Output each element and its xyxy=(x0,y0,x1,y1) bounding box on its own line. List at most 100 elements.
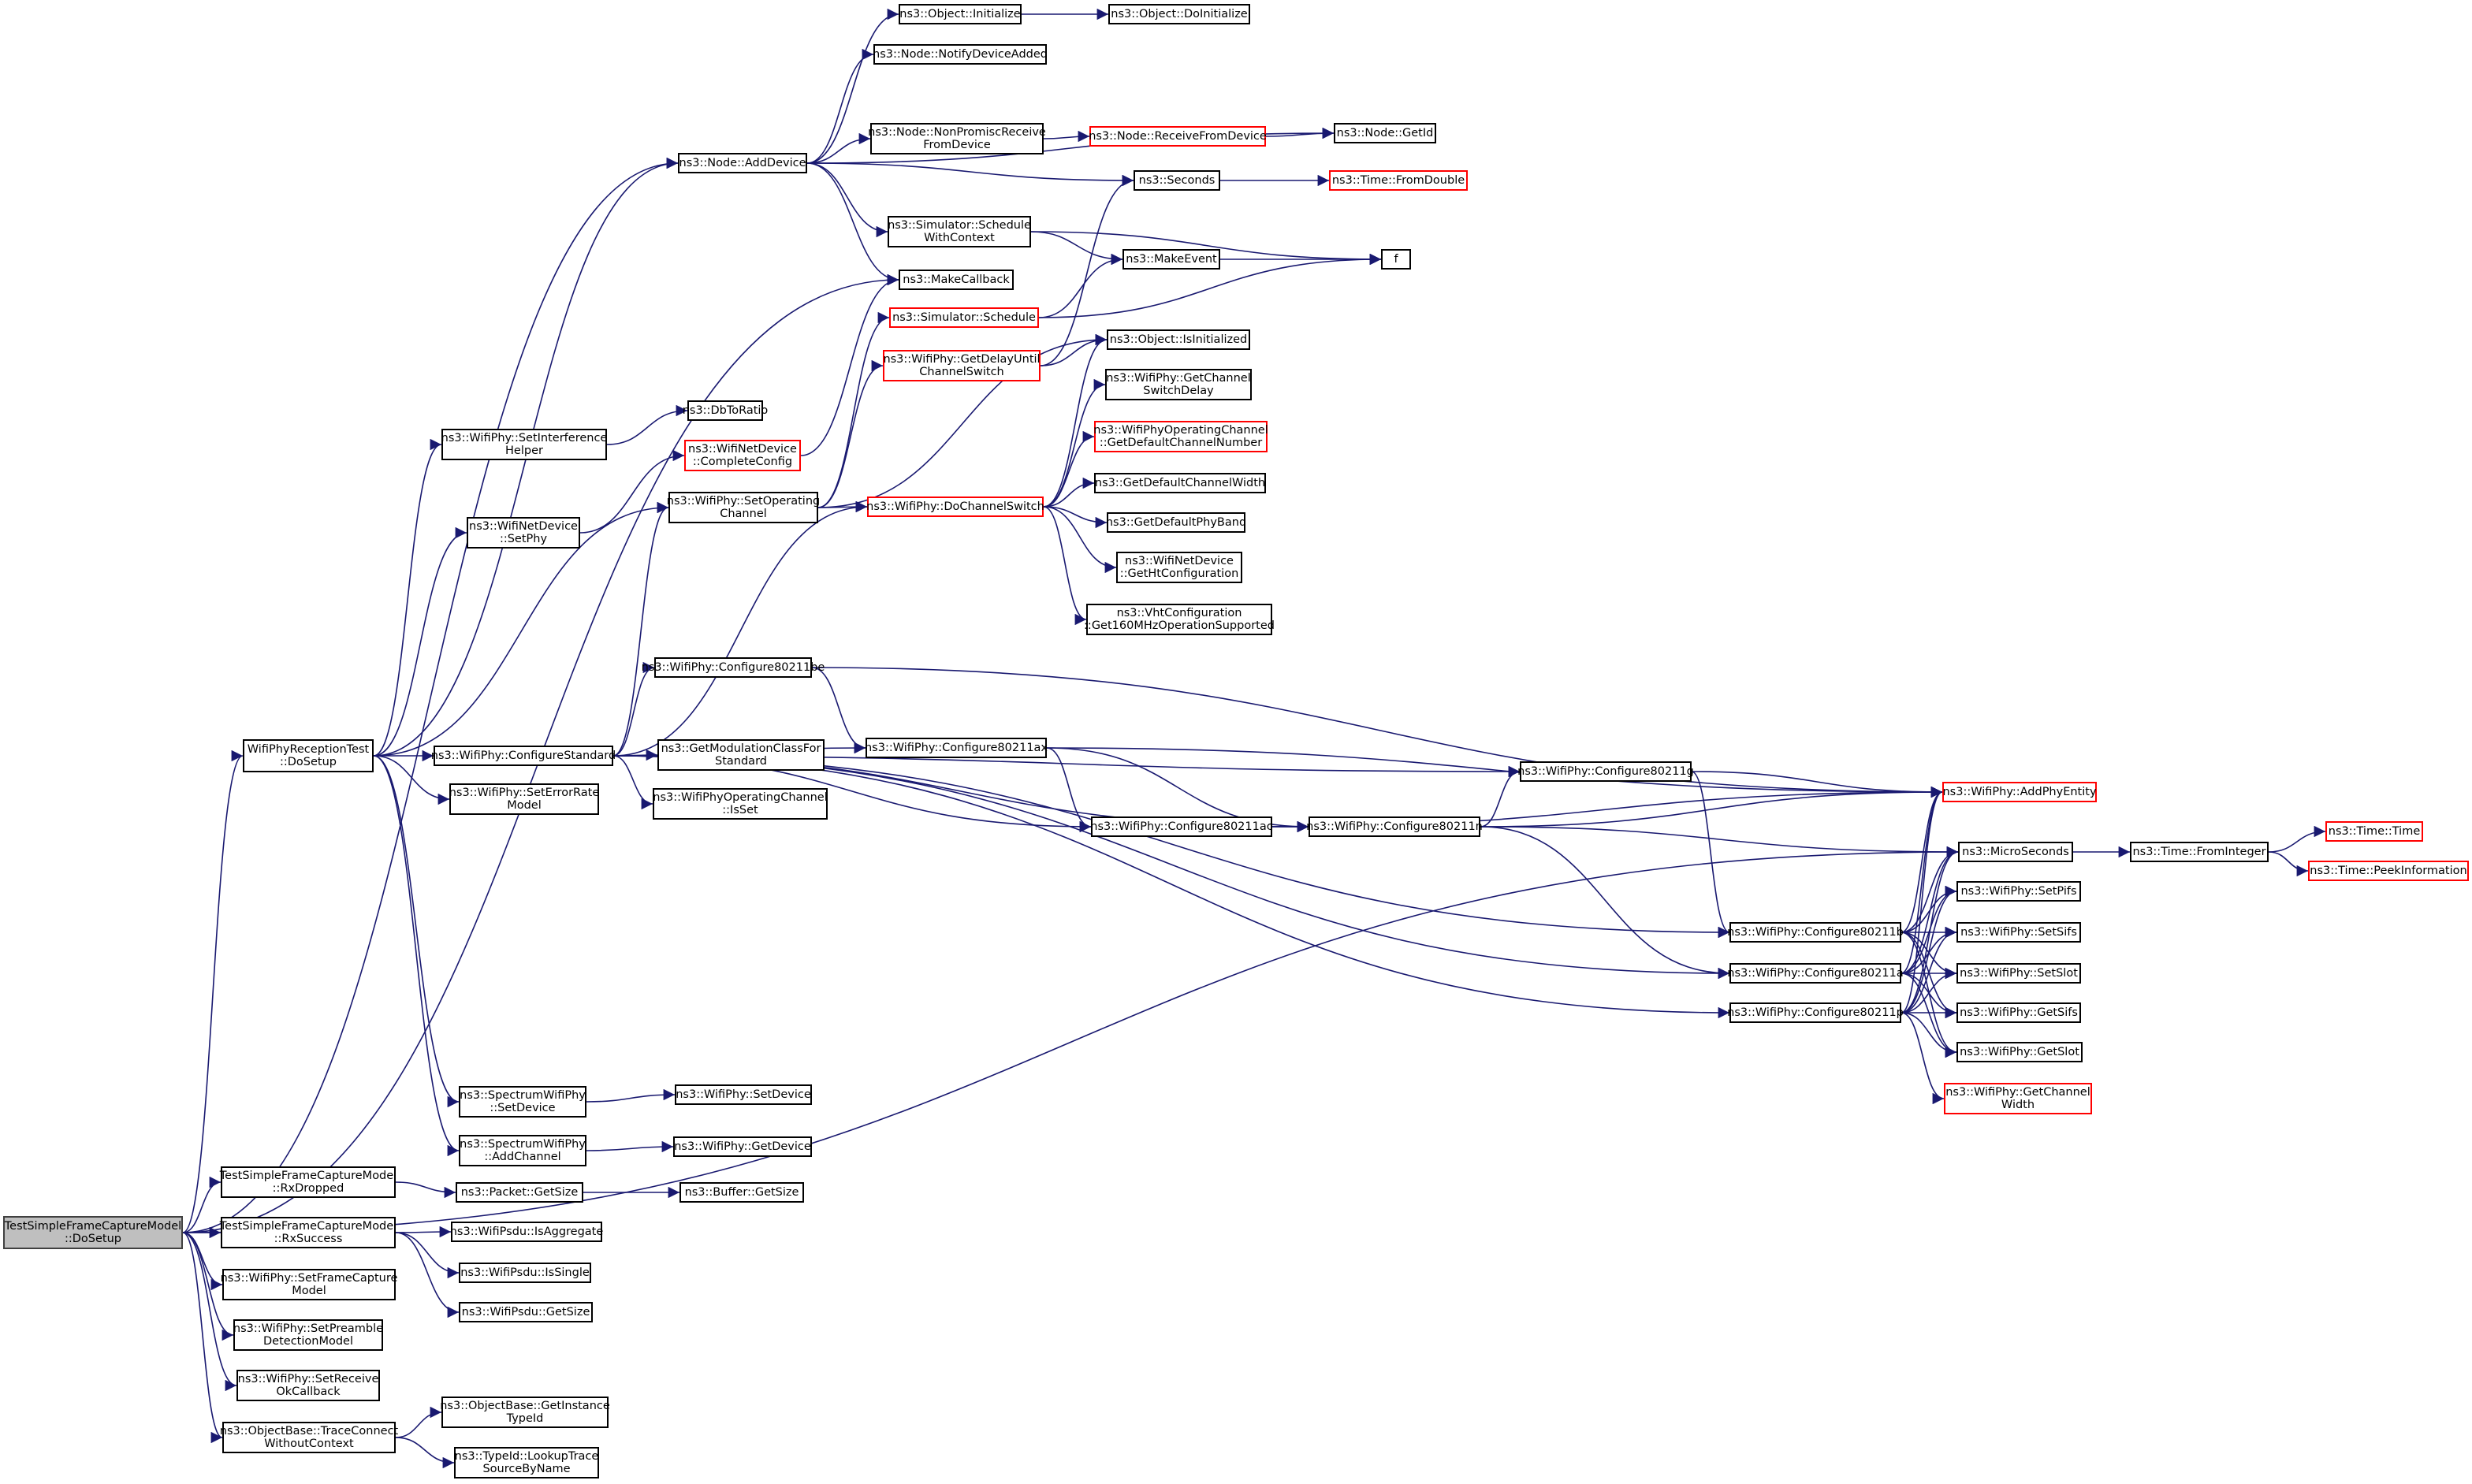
graph-node-makecallback[interactable]: ns3::MakeCallback xyxy=(899,270,1014,290)
graph-node-getdefaultchanwidth[interactable]: ns3::GetDefaultChannelWidth xyxy=(1094,473,1266,493)
graph-node-packet-getsize[interactable]: ns3::Packet::GetSize xyxy=(456,1182,583,1203)
graph-node-netdev-setphy[interactable]: ns3::WifiNetDevice::SetPhy xyxy=(467,517,580,549)
graph-node-getdefaultchannum[interactable]: ns3::WifiPhyOperatingChannel::GetDefault… xyxy=(1093,421,1268,452)
graph-node-cfg-ac[interactable]: ns3::WifiPhy::Configure80211ac xyxy=(1090,816,1273,837)
graph-node-dbtoratio[interactable]: ns3::DbToRatio xyxy=(683,400,768,421)
edge-configurestandard-to-opchan-isset xyxy=(612,755,653,810)
graph-node-seconds[interactable]: ns3::Seconds xyxy=(1134,170,1220,191)
graph-node-cfg-g[interactable]: ns3::WifiPhy::Configure80211g xyxy=(1517,761,1694,782)
graph-node-vht160[interactable]: ns3::VhtConfiguration::Get160MHzOperatio… xyxy=(1084,604,1275,635)
edge-cfg-p-to-getslot xyxy=(1901,1012,1957,1058)
graph-node-cfg-ax[interactable]: ns3::WifiPhy::Configure80211ax xyxy=(865,738,1048,758)
graph-node-frominteger[interactable]: ns3::Time::FromInteger xyxy=(2130,842,2269,862)
node-label-line: ::IsSet xyxy=(722,804,758,816)
edge-sim-schedule-to-makeevent xyxy=(1038,253,1123,318)
edge-rxsuccess-to-psdu-getsize xyxy=(395,1232,460,1318)
graph-node-psdu-getsize[interactable]: ns3::WifiPsdu::GetSize xyxy=(459,1302,593,1322)
graph-node-notifydeviceadded[interactable]: ns3::Node::NotifyDeviceAdded xyxy=(873,44,1048,65)
graph-node-sim-schedule[interactable]: ns3::Simulator::Schedule xyxy=(889,307,1039,328)
graph-node-time-time[interactable]: ns3::Time::Time xyxy=(2325,821,2423,842)
node-label-line: ns3::WifiPhy::GetChannel xyxy=(1945,1086,2090,1099)
graph-node-setslot[interactable]: ns3::WifiPhy::SetSlot xyxy=(1956,963,2081,984)
graph-node-obj-isinitialized[interactable]: ns3::Object::IsInitialized xyxy=(1107,329,1250,350)
graph-node-setpifs[interactable]: ns3::WifiPhy::SetPifs xyxy=(1956,881,2081,902)
graph-node-completeconfig[interactable]: ns3::WifiNetDevice::CompleteConfig xyxy=(684,440,801,471)
graph-node-getslot[interactable]: ns3::WifiPhy::GetSlot xyxy=(1956,1042,2083,1062)
node-label-line: ns3::WifiPhy::DoChannelSwitch xyxy=(866,500,1044,513)
graph-node-node-getid[interactable]: ns3::Node::GetId xyxy=(1334,123,1436,143)
edge-netdev-setphy-to-completeconfig xyxy=(579,449,685,534)
graph-node-wp-setdevice[interactable]: ns3::WifiPhy::SetDevice xyxy=(675,1084,812,1105)
graph-node-fromdouble[interactable]: ns3::Time::FromDouble xyxy=(1329,170,1468,191)
node-label-line: ns3::ObjectBase::TraceConnect xyxy=(219,1425,399,1438)
graph-node-microseconds[interactable]: ns3::MicroSeconds xyxy=(1958,842,2073,862)
graph-node-f[interactable]: f xyxy=(1381,249,1411,270)
graph-node-root[interactable]: TestSimpleFrameCaptureModel::DoSetup xyxy=(3,1216,183,1249)
node-label-line: Width xyxy=(2001,1099,2035,1111)
graph-node-wprt-dosetup[interactable]: WifiPhyReceptionTest::DoSetup xyxy=(243,739,374,772)
edge-wprt-dosetup-to-setoperating xyxy=(373,501,669,757)
graph-node-buffer-getsize[interactable]: ns3::Buffer::GetSize xyxy=(679,1182,804,1203)
graph-node-cfg-b[interactable]: ns3::WifiPhy::Configure80211b xyxy=(1727,922,1904,943)
graph-node-obj-doinitialize[interactable]: ns3::Object::DoInitialize xyxy=(1108,4,1250,24)
edge-wprt-dosetup-to-netdev-setphy xyxy=(373,526,467,757)
graph-node-cfg-be[interactable]: ns3::WifiPhy::Configure80211be xyxy=(642,657,825,678)
edge-wprt-dosetup-to-setinterference xyxy=(373,438,442,757)
graph-node-obj-initialize[interactable]: ns3::Object::Initialize xyxy=(899,4,1022,24)
node-label-line: ns3::Time::FromInteger xyxy=(2132,846,2266,858)
graph-node-configurestandard[interactable]: ns3::WifiPhy::ConfigureStandard xyxy=(431,746,616,766)
node-label-line: ns3::ObjectBase::GetInstance xyxy=(440,1400,610,1412)
node-label-line: ns3::VhtConfiguration xyxy=(1116,607,1242,619)
edge-sim-schedule-to-f xyxy=(1038,253,1382,318)
edge-cfg-ax-to-cfg-n xyxy=(1046,747,1309,833)
graph-node-makeevent[interactable]: ns3::MakeEvent xyxy=(1122,249,1220,270)
node-label-line: TestSimpleFrameCaptureModel xyxy=(219,1170,397,1182)
edge-rxsuccess-to-issingle xyxy=(395,1232,460,1279)
graph-node-getdefaultphyband[interactable]: ns3::GetDefaultPhyBand xyxy=(1106,512,1246,533)
graph-node-cfg-p[interactable]: ns3::WifiPhy::Configure80211p xyxy=(1727,1002,1904,1023)
graph-node-addphyentity[interactable]: ns3::WifiPhy::AddPhyEntity xyxy=(1942,782,2097,802)
graph-node-opchan-isset[interactable]: ns3::WifiPhyOperatingChannel::IsSet xyxy=(653,788,828,820)
graph-node-gethtconfig[interactable]: ns3::WifiNetDevice::GetHtConfiguration xyxy=(1116,552,1242,583)
edge-cfg-b-to-addphyentity xyxy=(1901,786,1943,933)
graph-node-spec-addchannel[interactable]: ns3::SpectrumWifiPhy::AddChannel xyxy=(459,1135,586,1166)
node-label-line: ns3::WifiPhy::Configure80211p xyxy=(1727,1006,1904,1019)
graph-node-cfg-a[interactable]: ns3::WifiPhy::Configure80211a xyxy=(1727,963,1904,984)
edge-node-adddevice-to-seconds xyxy=(806,162,1134,187)
graph-node-getsifs[interactable]: ns3::WifiPhy::GetSifs xyxy=(1956,1002,2081,1023)
graph-node-node-adddevice[interactable]: ns3::Node::AddDevice xyxy=(678,153,807,173)
graph-node-spec-setdevice[interactable]: ns3::SpectrumWifiPhy::SetDevice xyxy=(459,1086,586,1118)
graph-node-rxsuccess[interactable]: TestSimpleFrameCaptureModel::RxSuccess xyxy=(220,1217,396,1248)
node-label-line: ns3::WifiPhy::GetSifs xyxy=(1960,1006,2078,1019)
edge-rxdropped-to-packet-getsize xyxy=(395,1181,456,1199)
graph-node-rxdropped[interactable]: TestSimpleFrameCaptureModel::RxDropped xyxy=(219,1166,397,1198)
node-label-line: ns3::WifiPhy::SetPreamble xyxy=(233,1322,384,1335)
graph-node-dochannelswitch[interactable]: ns3::WifiPhy::DoChannelSwitch xyxy=(866,497,1044,517)
graph-node-isaggregate[interactable]: ns3::WifiPsdu::IsAggregate xyxy=(450,1222,603,1242)
edge-cfg-a-to-addphyentity xyxy=(1901,786,1943,974)
edge-nonpromisc-to-receivefromdevice xyxy=(1043,130,1090,143)
graph-node-cfg-n[interactable]: ns3::WifiPhy::Configure80211n xyxy=(1306,816,1483,837)
graph-node-peekinfo[interactable]: ns3::Time::PeekInformation xyxy=(2308,861,2469,881)
graph-node-setsifs[interactable]: ns3::WifiPhy::SetSifs xyxy=(1956,922,2081,943)
edge-spec-setdevice-to-wp-setdevice xyxy=(586,1088,676,1103)
graph-node-wp-getdevice[interactable]: ns3::WifiPhy::GetDevice xyxy=(673,1136,812,1157)
node-label-line: Helper xyxy=(505,444,543,457)
graph-node-issingle[interactable]: ns3::WifiPsdu::IsSingle xyxy=(459,1263,591,1283)
graph-node-receivefromdevice[interactable]: ns3::Node::ReceiveFromDevice xyxy=(1089,126,1267,147)
